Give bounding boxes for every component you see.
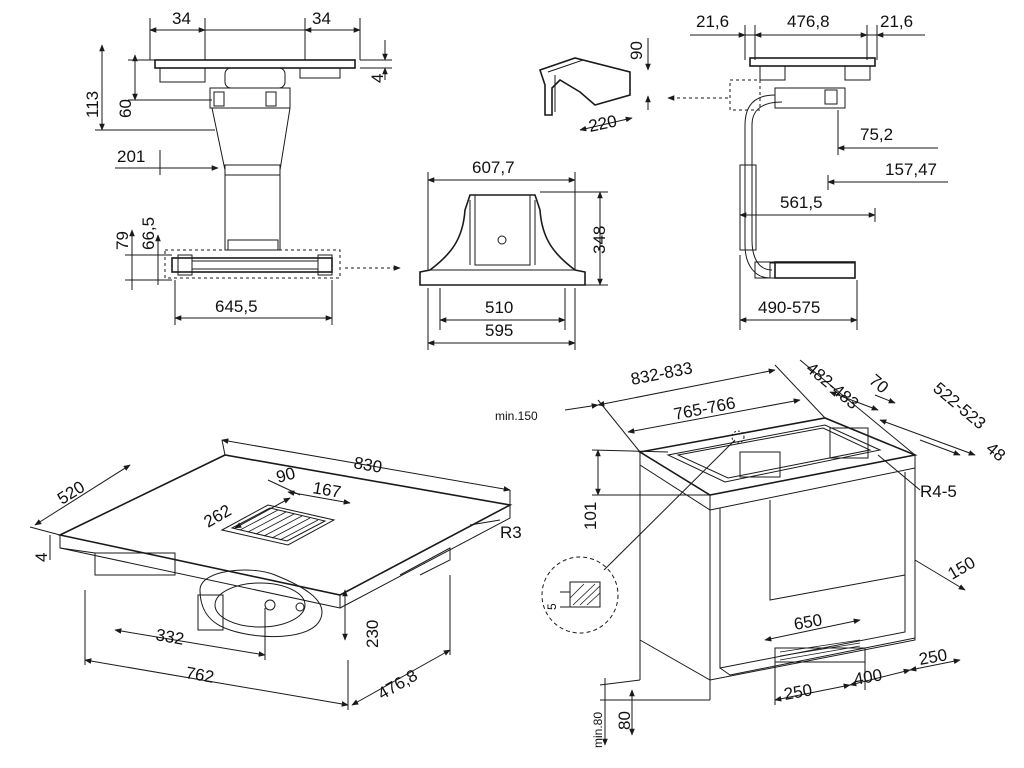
dim-101: 101	[581, 502, 600, 530]
outlet-front-view: 607,7 348 510 595	[419, 158, 609, 350]
dim-561-5: 561,5	[780, 193, 823, 212]
dim-34-left: 34	[172, 9, 191, 28]
dim-75-2: 75,2	[860, 125, 893, 144]
dim-r4-5: R4-5	[920, 482, 957, 501]
dim-832-833: 832-833	[629, 358, 694, 389]
dim-262: 262	[201, 501, 235, 532]
dim-476-8-iso: 476,8	[375, 666, 421, 704]
dim-90-piece: 90	[627, 41, 646, 60]
dim-113: 113	[83, 91, 102, 118]
dim-230: 230	[363, 620, 382, 648]
dim-250-left: 250	[782, 680, 813, 704]
dim-490-575: 490-575	[758, 298, 820, 317]
dim-157-47: 157,47	[885, 160, 937, 179]
cabinet-installation: 5 832-833 765-766 min.150 482-483 70 522…	[495, 358, 1009, 748]
dim-90-iso: 90	[274, 464, 297, 487]
dim-607-7: 607,7	[472, 158, 515, 177]
dim-482-483: 482-483	[802, 359, 862, 414]
connector-piece: 90 220	[538, 38, 728, 136]
dim-220: 220	[587, 111, 619, 135]
dim-21-6-right: 21,6	[880, 12, 913, 31]
dim-150-right: 150	[945, 553, 979, 584]
dim-510: 510	[485, 298, 513, 317]
dim-522-523: 522-523	[929, 379, 989, 434]
dim-70: 70	[865, 371, 892, 398]
dim-250-right: 250	[917, 645, 948, 669]
dim-60: 60	[116, 99, 135, 118]
dim-765-766: 765-766	[672, 393, 737, 424]
dim-min150-label: min.150	[495, 409, 538, 423]
side-view-hob: 34 34 113 60 4	[83, 9, 401, 325]
dim-762: 762	[184, 663, 215, 687]
dim-595: 595	[485, 321, 513, 340]
dim-650: 650	[792, 610, 823, 634]
dim-520: 520	[54, 477, 88, 508]
dim-r3: R3	[500, 523, 522, 542]
dim-48: 48	[982, 439, 1009, 466]
dim-5: 5	[545, 603, 559, 610]
dim-476-8-top: 476,8	[787, 12, 830, 31]
dim-645-5: 645,5	[215, 297, 258, 316]
isometric-hob: 830 520 90 167 262 R3 4 332 230 762 476,…	[29, 438, 522, 710]
dim-34-right: 34	[312, 9, 331, 28]
dim-4-top: 4	[368, 74, 387, 83]
dim-80: 80	[615, 711, 634, 730]
dim-79: 79	[113, 231, 132, 250]
dim-4-iso: 4	[32, 553, 51, 562]
side-view-duct: 21,6 476,8 21,6 75,2 157,47 561,5 490-57…	[690, 12, 948, 330]
dim-332: 332	[154, 625, 185, 649]
dim-21-6-left: 21,6	[696, 12, 729, 31]
dim-400: 400	[852, 665, 883, 689]
dim-167: 167	[311, 478, 342, 502]
dim-66-5: 66,5	[139, 217, 158, 250]
dim-min80: min.80	[591, 712, 605, 748]
dim-201: 201	[117, 147, 145, 166]
dim-348: 348	[590, 226, 609, 254]
dim-830: 830	[352, 453, 383, 477]
